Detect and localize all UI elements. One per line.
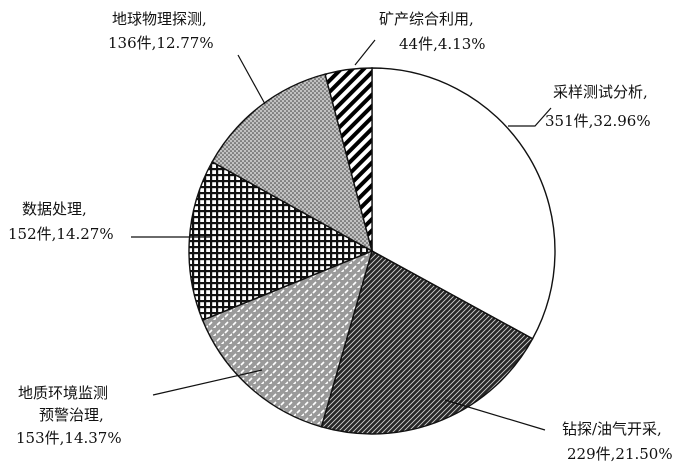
pie-slice-caiyang (371, 67, 556, 340)
label-caiyang-name: 采样测试分析, (553, 83, 648, 101)
leader-line-kuangchan (354, 39, 376, 66)
leader-line-caiyang (508, 107, 552, 127)
label-dizhi-line1: 地质环境监测 (18, 384, 108, 402)
leader-line-zuantan (444, 399, 546, 431)
pie-slice-kuangchan (324, 67, 373, 252)
leader-lines (131, 39, 552, 431)
label-zuantan-value: 229件,21.50% (567, 445, 673, 463)
label-shuju-name: 数据处理, (22, 200, 87, 218)
label-shuju-value: 152件,14.27% (8, 225, 114, 243)
pie-slice-dizhi (201, 249, 374, 428)
label-zuantan-name: 钻探/油气开采, (562, 420, 662, 438)
label-kuangchan-value: 44件,4.13% (399, 35, 486, 53)
label-diqiu-value: 136件,12.77% (108, 34, 214, 52)
label-dizhi-value: 153件,14.37% (16, 429, 122, 447)
pie-slice-diqiu (211, 73, 374, 253)
label-kuangchan-name: 矿产综合利用, (379, 10, 474, 28)
leader-line-dizhi (152, 369, 263, 396)
label-dizhi-line2: 预警治理, (39, 406, 104, 424)
slice-labels: 采样测试分析, 351件,32.96% 钻探/油气开采, 229件,21.50%… (8, 10, 673, 463)
label-diqiu-name: 地球物理探测, (112, 10, 207, 28)
label-caiyang-value: 351件,32.96% (545, 112, 651, 130)
pie-slices (188, 67, 556, 435)
pie-slice-shuju (188, 160, 374, 322)
pie-slice-zuantan (320, 249, 534, 435)
leader-line-diqiu (237, 54, 266, 105)
